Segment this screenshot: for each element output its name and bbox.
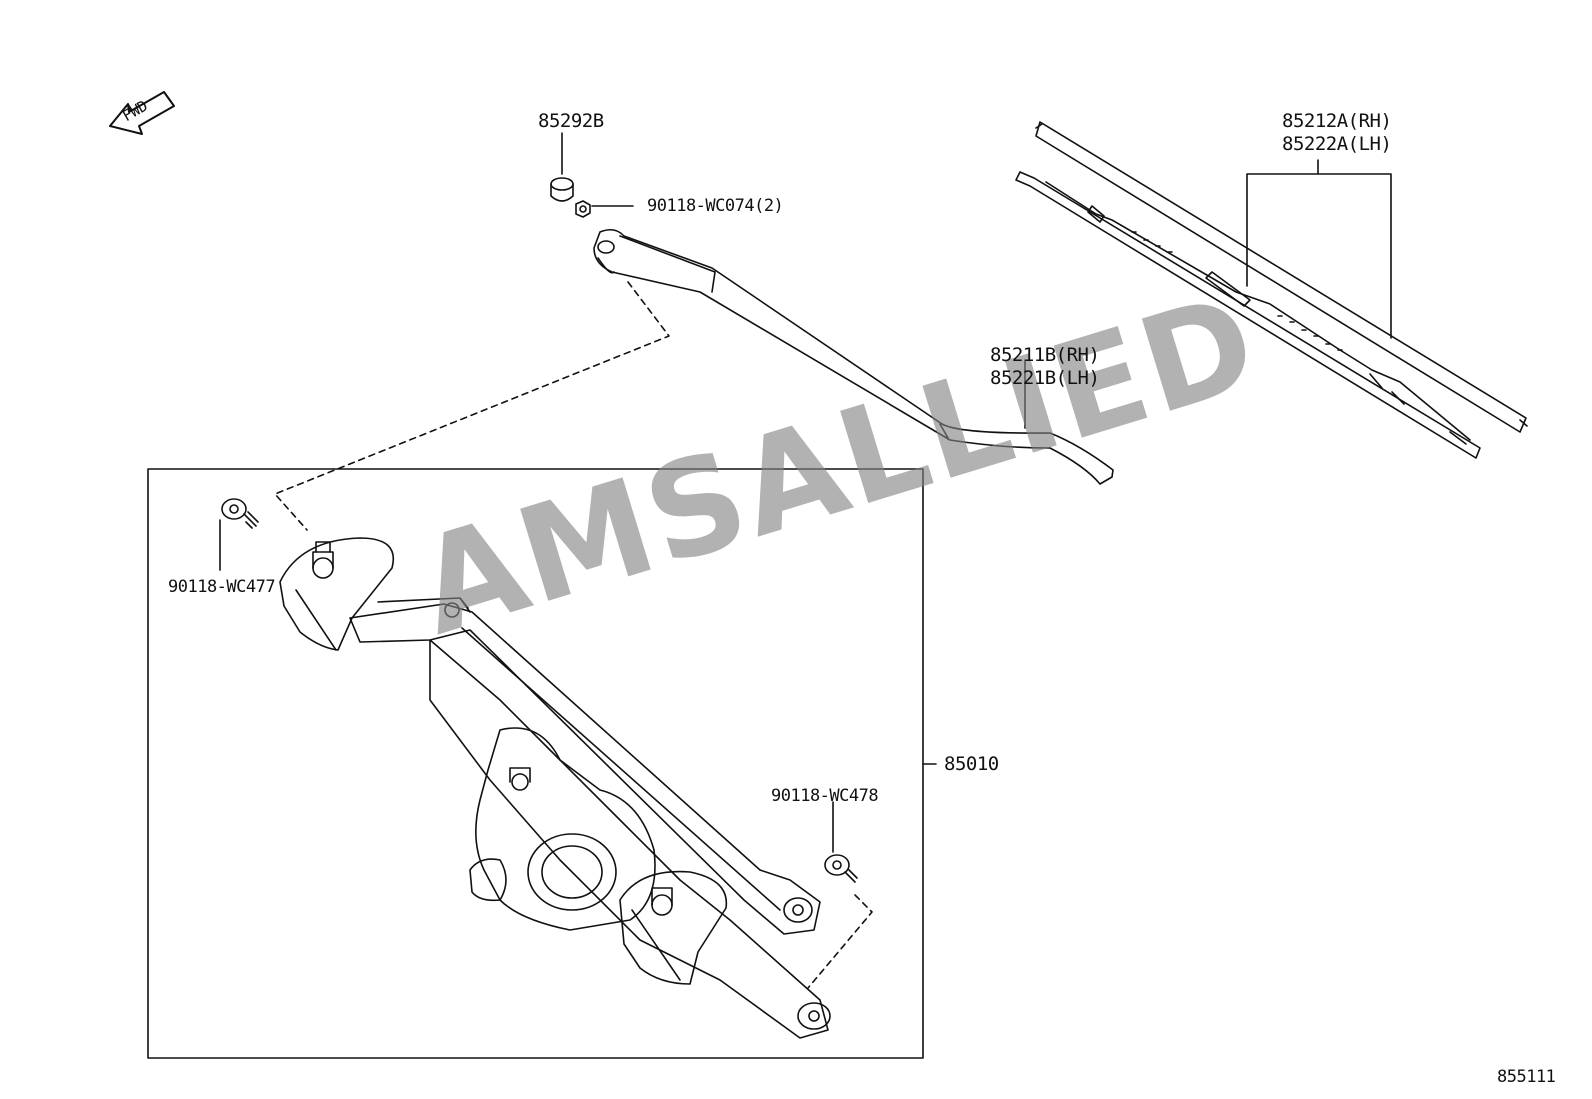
part-label-arm-rh: 85211B(RH)	[990, 344, 1100, 366]
fwd-arrow-icon	[109, 91, 175, 135]
bolt-right-icon	[824, 854, 858, 883]
bolt-left-icon	[221, 498, 259, 529]
part-label-arm-lh: 85221B(LH)	[990, 367, 1100, 389]
figure-number: 855111	[1497, 1067, 1556, 1087]
dashed-guide-line	[807, 894, 873, 989]
part-label-arm-nut: 90118-WC074(2)	[647, 196, 784, 216]
dashed-guide-line	[274, 281, 670, 531]
cap-icon	[550, 177, 574, 202]
nut-icon	[575, 200, 591, 218]
leader-bracket	[1246, 159, 1392, 339]
part-label-blade-lh: 85222A(LH)	[1282, 133, 1392, 155]
part-label-blade-rh: 85212A(RH)	[1282, 110, 1392, 132]
wiper-linkage-assembly	[279, 537, 831, 1039]
wiper-arm	[593, 228, 1114, 485]
part-label-motor-link-assy: 85010	[944, 753, 999, 775]
wiper-blade	[1015, 121, 1528, 459]
part-label-cap: 85292B	[538, 110, 604, 132]
part-label-bolt-right: 90118-WC478	[771, 786, 879, 806]
part-label-bolt-left: 90118-WC477	[168, 577, 276, 597]
